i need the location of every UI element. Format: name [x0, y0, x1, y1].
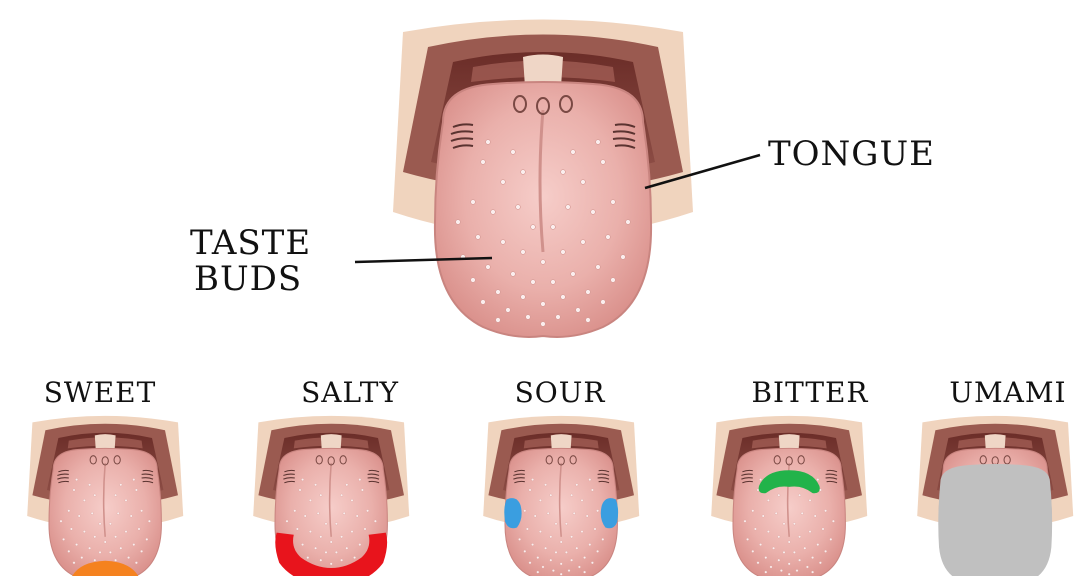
taste-zone-sweet: SWEET	[27, 376, 183, 576]
bitter-label: BITTER	[751, 376, 868, 409]
taste-zone-row: SWEET SALTY SOUR BITTER UMAMI	[27, 376, 1073, 576]
small-tongue-illustration	[253, 416, 409, 576]
taste-zone-umami: UMAMI	[917, 376, 1073, 576]
tongue-label: TONGUE	[768, 134, 935, 174]
taste-buds-label-line2: BUDS	[194, 259, 302, 299]
small-tongue-illustration	[483, 416, 639, 576]
umami-label: UMAMI	[949, 376, 1066, 409]
umami-zone-highlight	[938, 464, 1052, 576]
taste-zone-sour: SOUR	[483, 376, 639, 576]
small-tongue-illustration	[917, 416, 1073, 576]
taste-zone-salty: SALTY	[253, 376, 409, 576]
salty-label: SALTY	[301, 376, 399, 409]
sour-label: SOUR	[515, 376, 606, 409]
taste-zone-bitter: BITTER	[711, 376, 868, 576]
sweet-label: SWEET	[44, 376, 157, 409]
small-tongue-illustration	[27, 416, 183, 576]
small-tongue-illustration	[711, 416, 867, 576]
main-tongue-illustration	[393, 20, 693, 337]
taste-buds-label-line1: TASTE	[190, 223, 311, 263]
